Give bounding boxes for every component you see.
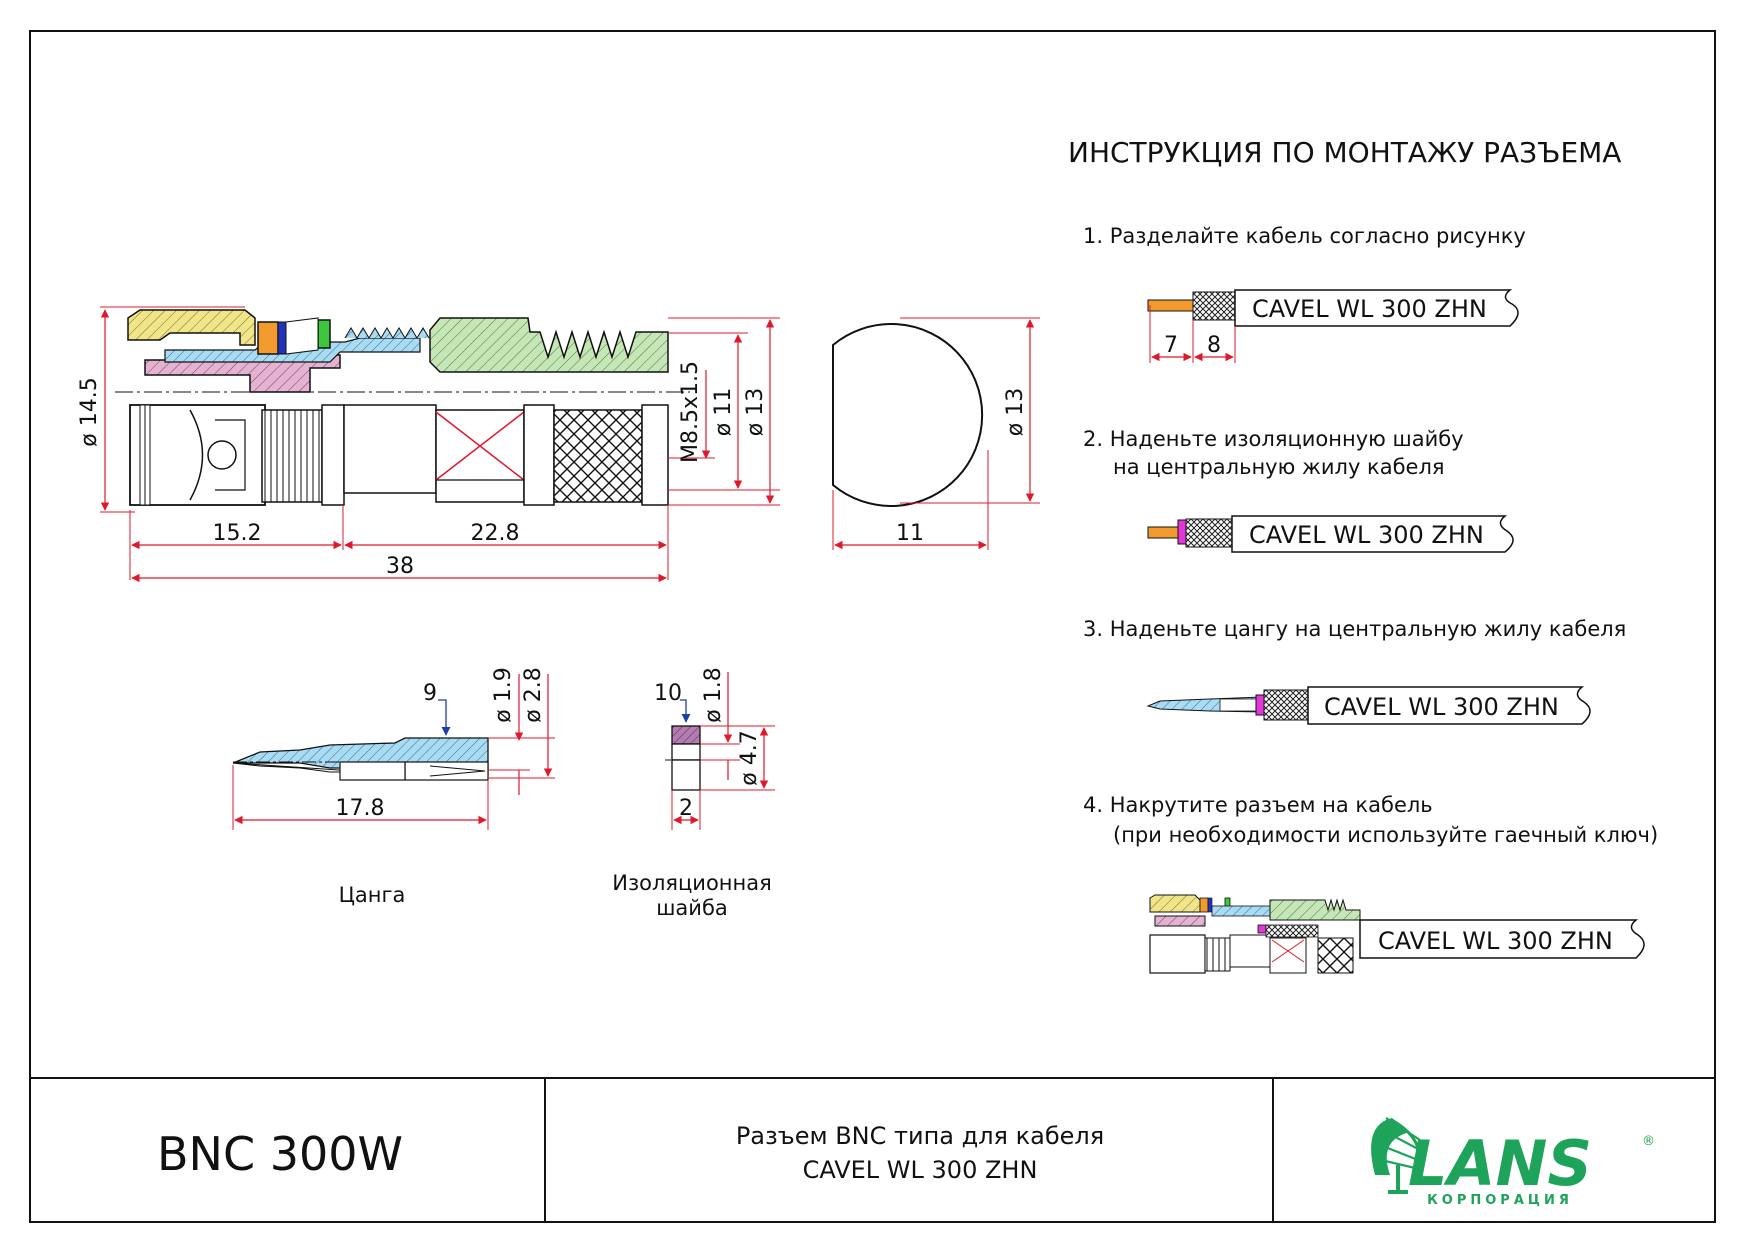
collet-drawing: 9 ø 1.9 ø 2.8 17.8 Цанга bbox=[232, 667, 555, 907]
logo-subtext: КОРПОРАЦИЯ bbox=[1427, 1193, 1573, 1208]
step-1-text: 1. Разделайте кабель согласно рисунку bbox=[1083, 224, 1526, 248]
step-4-assembly: CAVEL WL 300 ZHN bbox=[1149, 894, 1645, 974]
collet-dim-d2: ø 2.8 bbox=[521, 667, 546, 722]
step-1-cable-label: CAVEL WL 300 ZHN bbox=[1252, 295, 1487, 323]
model-name: BNC 300W bbox=[157, 1127, 403, 1181]
dim-thread: M8.5x1.5 bbox=[678, 361, 703, 463]
collet-dim-length: 17.8 bbox=[336, 796, 385, 821]
step-3-cable-label: CAVEL WL 300 ZHN bbox=[1324, 693, 1559, 721]
step-1-cable: CAVEL WL 300 ZHN 7 8 bbox=[1147, 289, 1519, 363]
step-3-text: 3. Наденьте цангу на центральную жилу ка… bbox=[1083, 617, 1626, 641]
description-line2: CAVEL WL 300 ZHN bbox=[803, 1156, 1038, 1184]
logo-text: LANS bbox=[1408, 1127, 1592, 1200]
collet-dim-d1: ø 1.9 bbox=[491, 667, 516, 722]
washer-dim-d1: ø 1.8 bbox=[701, 667, 726, 722]
washer-dim-width: 2 bbox=[679, 796, 693, 821]
washer-caption-line1: Изоляционная bbox=[612, 871, 772, 895]
step-2-cable: CAVEL WL 300 ZHN bbox=[1147, 515, 1514, 553]
logo-registered-mark: ® bbox=[1642, 1134, 1655, 1149]
main-dimensions: ø 14.5 15.2 22.8 38 M8.5x1.5 ø 11 ø 13 bbox=[77, 306, 780, 583]
step-3-cable: CAVEL WL 300 ZHN bbox=[1146, 686, 1591, 725]
dim-diameter-13: ø 13 bbox=[743, 388, 768, 436]
step-1-dim-b: 8 bbox=[1207, 333, 1221, 358]
washer-caption-line2: шайба bbox=[656, 896, 728, 920]
step-2-text-line2: на центральную жилу кабеля bbox=[1113, 455, 1445, 479]
step-4-cable-label: CAVEL WL 300 ZHN bbox=[1378, 927, 1613, 955]
outer-frame bbox=[29, 30, 1716, 1223]
step-4-text-line2: (при необходимости используйте гаечный к… bbox=[1113, 823, 1658, 847]
lans-logo: LANS КОРПОРАЦИЯ ® bbox=[1371, 1117, 1655, 1208]
instructions: ИНСТРУКЦИЯ ПО МОНТАЖУ РАЗЪЕМА 1. Раздела… bbox=[1068, 136, 1658, 974]
dim-total-38: 38 bbox=[386, 554, 414, 579]
end-view: 11 ø 13 bbox=[832, 317, 1040, 550]
connector-side-view bbox=[115, 309, 690, 506]
step-2-text-line1: 2. Наденьте изоляционную шайбу bbox=[1083, 427, 1464, 451]
description-line1: Разъем BNC типа для кабеля bbox=[736, 1122, 1104, 1150]
step-4-text-line1: 4. Накрутите разъем на кабель bbox=[1083, 793, 1433, 817]
washer-dim-d2: ø 4.7 bbox=[737, 730, 762, 785]
end-view-diameter: ø 13 bbox=[1003, 388, 1028, 436]
step-1-dim-a: 7 bbox=[1164, 333, 1178, 358]
collet-caption: Цанга bbox=[339, 883, 406, 907]
end-view-width: 11 bbox=[896, 521, 924, 546]
dim-length-22-8: 22.8 bbox=[471, 521, 520, 546]
dim-diameter-14-5: ø 14.5 bbox=[77, 377, 102, 446]
dim-diameter-11: ø 11 bbox=[711, 388, 736, 436]
collet-part-number: 9 bbox=[423, 681, 437, 706]
washer-drawing: 10 ø 1.8 ø 4.7 2 Изоляционная шайба bbox=[612, 667, 775, 920]
step-2-cable-label: CAVEL WL 300 ZHN bbox=[1249, 521, 1484, 549]
dish-icon bbox=[1371, 1117, 1423, 1194]
dim-length-15-2: 15.2 bbox=[213, 521, 262, 546]
washer-part-number: 10 bbox=[654, 681, 682, 706]
instructions-heading: ИНСТРУКЦИЯ ПО МОНТАЖУ РАЗЪЕМА bbox=[1068, 136, 1621, 169]
